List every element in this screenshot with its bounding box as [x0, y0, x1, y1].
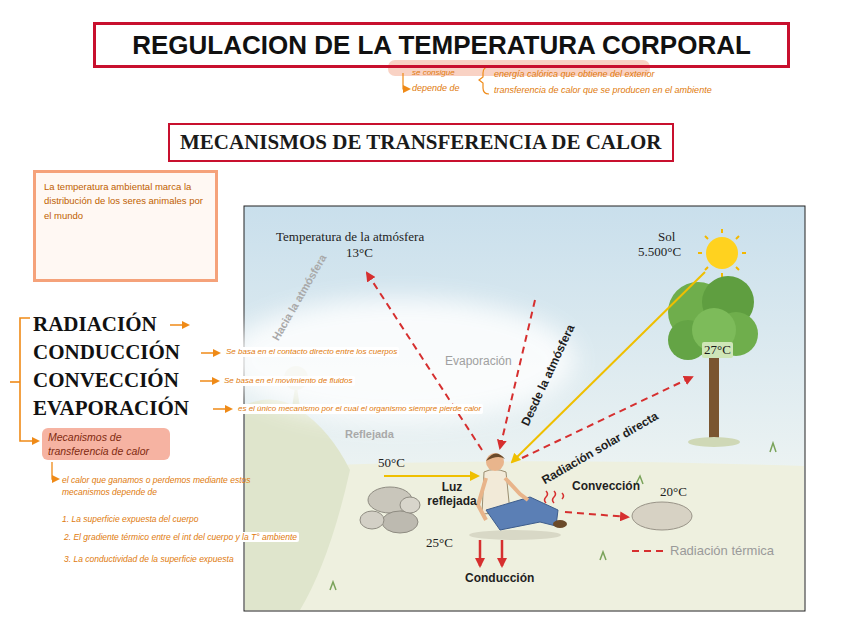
scene-label: Sol	[658, 229, 675, 245]
list-arrows	[170, 324, 188, 326]
rocks	[360, 487, 692, 533]
mechanism-name: RADIACIÓN	[33, 312, 157, 337]
list-arrows	[200, 380, 218, 382]
legend-line-sample	[632, 550, 664, 552]
sun	[698, 229, 746, 277]
smudge	[225, 298, 575, 422]
conduction-arrows	[479, 540, 482, 566]
person-figure	[478, 478, 486, 520]
legend-line-sample	[632, 551, 664, 552]
smudge	[225, 298, 575, 422]
person-figure	[505, 478, 528, 500]
convection-strokes	[545, 491, 564, 503]
bracket	[52, 462, 58, 479]
annotation-arrows	[403, 73, 409, 89]
annotation: 1. La superficie expuesta del cuerpo	[62, 514, 199, 524]
list-arrows	[213, 408, 231, 410]
conduction-arrows	[501, 540, 504, 566]
annotation: energía calórica que obtiene del exterio…	[494, 69, 655, 80]
arrow-label: Luz reflejada	[420, 480, 484, 509]
ground	[330, 443, 776, 590]
bracket	[10, 381, 20, 383]
temperature-value: 13°C	[346, 245, 373, 261]
arrow-label: Convección	[572, 479, 640, 493]
ground	[245, 400, 350, 610]
list-arrows	[201, 352, 219, 354]
temperature-value: 50°C	[378, 455, 405, 471]
tree	[688, 437, 740, 447]
rocks	[632, 502, 692, 530]
tree	[668, 276, 758, 447]
annotation: es el único mecanismo por el cual el org…	[236, 404, 483, 414]
temperature-value: 5.500°C	[638, 244, 681, 260]
mechanism-name: EVAPORACIÓN	[33, 396, 189, 421]
annotation: depende de	[412, 83, 460, 94]
highlight-band: Mecanismos de transferencia de calor	[42, 428, 170, 460]
annotation: Se basa en el contacto directo entre los…	[224, 347, 399, 357]
annotation: se consigue	[412, 68, 455, 78]
person-figure	[553, 520, 567, 528]
node-text: La temperatura ambiental marca la distri…	[44, 180, 207, 223]
thermal-radiation-arrows	[367, 273, 692, 517]
node-text: MECANISMOS DE TRANSFERENCIA DE CALOR	[180, 130, 662, 155]
mechanism-name: CONVECCIÓN	[33, 368, 179, 393]
annotation: transferencia de calor que se producen e…	[494, 85, 712, 96]
temperature-value: 20°C	[660, 484, 687, 500]
arrow-label: Conducción	[465, 571, 534, 585]
person-figure	[486, 453, 505, 461]
faded-label: Reflejada	[345, 428, 394, 441]
heading-box: MECANISMOS DE TRANSFERENCIA DE CALOR	[168, 123, 674, 162]
tree	[709, 350, 719, 440]
sun	[706, 237, 738, 269]
temperature-value: 25°C	[426, 535, 453, 551]
person-figure	[486, 453, 504, 471]
conduction-arrows	[480, 540, 502, 566]
annotation: 2. El gradiente térmico entre el int del…	[62, 532, 299, 542]
temperature-value: 27°C	[702, 342, 733, 358]
node-text: Mecanismos de transferencia de calor	[48, 430, 164, 458]
convection-strokes	[545, 491, 564, 503]
thermal-radiation-arrows	[565, 512, 628, 517]
rocks	[382, 511, 418, 533]
title: REGULACION DE LA TEMPERATURA CORPORAL	[93, 22, 790, 68]
annotation: Se basa en el movimiento de fluidos	[222, 376, 355, 386]
sun	[698, 229, 746, 277]
annotation: el calor que ganamos o perdemos mediante…	[62, 474, 267, 499]
note-box: La temperatura ambiental marca la distri…	[33, 170, 218, 282]
person-figure	[486, 497, 558, 530]
solar-arrows	[384, 475, 478, 477]
annotation-arrows	[479, 67, 489, 94]
annotation: 3. La conductividad de la superficie exp…	[62, 554, 236, 564]
annotation-arrows	[403, 67, 489, 94]
rocks	[360, 511, 384, 529]
rocks	[400, 497, 420, 513]
faded-label: Evaporación	[445, 354, 512, 368]
person-figure	[469, 530, 561, 540]
scene-label: Temperatura de la atmósfera	[276, 229, 424, 245]
mechanism-name: CONDUCCIÓN	[33, 340, 180, 365]
legend-text: Radiación térmica	[670, 543, 774, 559]
